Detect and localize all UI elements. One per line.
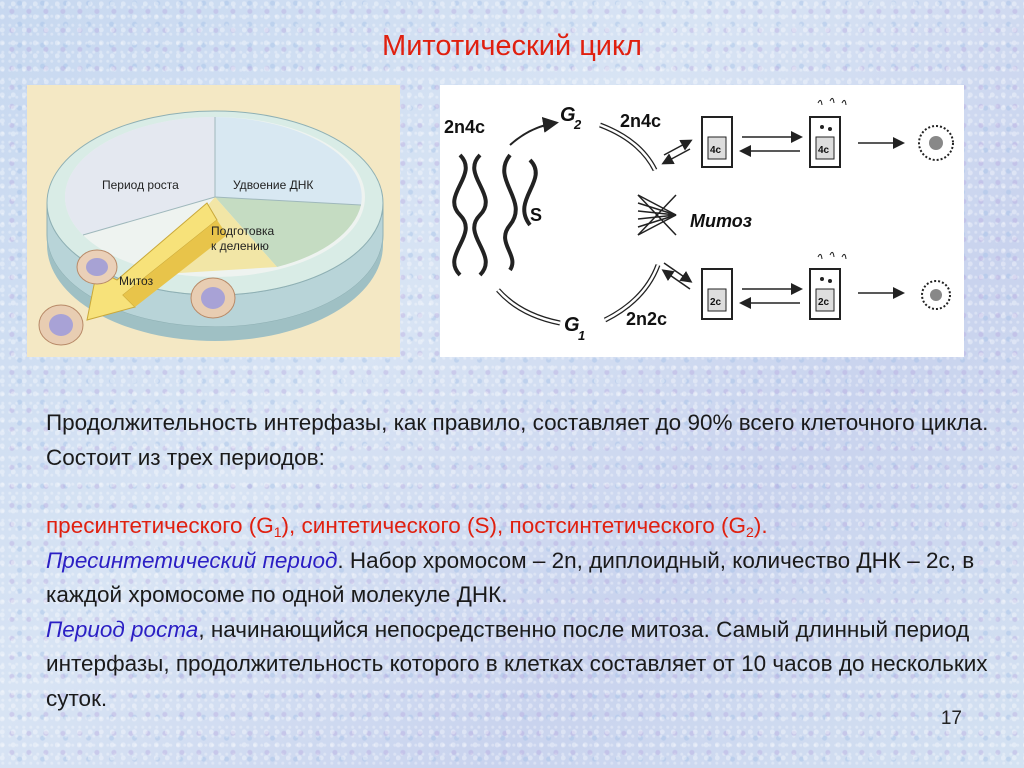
label-prep-line2: к делению [211, 239, 269, 253]
label-prep-line1: Подготовка [211, 224, 274, 238]
label-box-top-2: 4c [818, 145, 830, 156]
label-s: S [530, 205, 542, 225]
paragraph-growth: Период роста, начинающийся непосредствен… [46, 616, 988, 711]
term-presynthetic: Пресинтетический период [46, 547, 338, 573]
label-dna-replication: Удвоение ДНК [233, 178, 313, 192]
label-g1-sub: 1 [578, 328, 585, 343]
paragraph-periods: пресинтетического (G1), синтетического (… [46, 513, 768, 540]
label-mitosis: Митоз [119, 274, 154, 288]
label-box-top-1: 4c [710, 145, 722, 156]
label-g2: G [560, 104, 576, 126]
paragraph-presynthetic: Пресинтетический период. Набор хромосом … [46, 547, 975, 608]
label-growth-period: Период роста [102, 178, 179, 192]
cell-cycle-disk-figure: Период роста Удвоение ДНК Подготовка к д… [27, 85, 400, 357]
label-g2-sub: 2 [573, 117, 582, 132]
label-ploidy-top-left: 2n4c [444, 117, 485, 137]
page-number: 17 [940, 708, 962, 729]
label-mitosis-right: Митоз [690, 211, 752, 231]
label-ploidy-top-right: 2n4c [620, 111, 661, 131]
term-growth-period: Период роста [46, 616, 199, 642]
label-box-bottom-2: 2c [818, 297, 830, 308]
label-g1: G [564, 314, 580, 336]
label-box-bottom-1: 2c [710, 297, 722, 308]
label-ploidy-bottom: 2n2c [626, 309, 667, 329]
paragraph-interphase: Продолжительность интерфазы, как правило… [46, 410, 989, 470]
mitotic-cycle-schematic: 2n4c G 2 2n4c S Митоз 2n2c G 1 4c 4c 2c … [440, 85, 964, 357]
body-text: Продолжительность интерфазы, как правило… [46, 406, 996, 716]
slide-title: Митотический цикл [382, 30, 642, 62]
